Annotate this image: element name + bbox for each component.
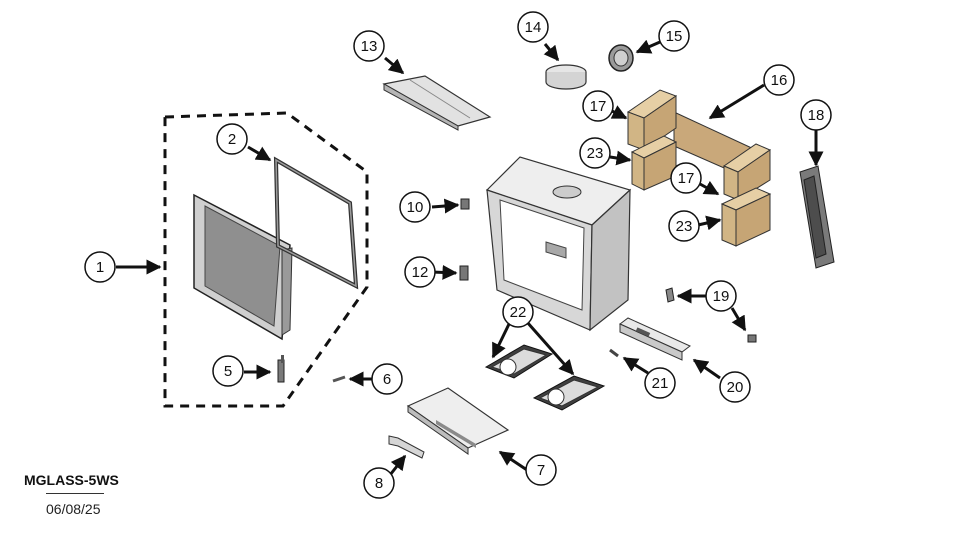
air-slider	[619, 317, 691, 361]
ash-pan-tool	[388, 435, 425, 459]
callout-13: 13	[353, 30, 385, 62]
grate-right	[532, 375, 606, 411]
callout-18: 18	[800, 99, 832, 131]
spinner-clip	[665, 287, 757, 343]
brick-side-upper-left	[626, 89, 678, 151]
baffle-plate	[382, 75, 492, 131]
flue-cap	[608, 44, 634, 72]
callout-number: 19	[713, 288, 730, 305]
callout-number: 13	[361, 38, 378, 55]
callout-20: 20	[719, 371, 751, 403]
callout-8: 8	[363, 467, 395, 499]
brick-side-upper-right	[722, 143, 772, 201]
callout-number: 17	[590, 98, 607, 115]
model-code: MGLASS-5WS	[24, 472, 119, 488]
callout-number: 10	[407, 199, 424, 216]
callout-number: 15	[666, 28, 683, 45]
callout-number: 18	[808, 107, 825, 124]
callout-15: 15	[658, 20, 690, 52]
hinge-bracket-bottom	[459, 265, 469, 281]
callout-number: 23	[676, 218, 693, 235]
callout-number: 21	[652, 375, 669, 392]
callout-16: 16	[763, 64, 795, 96]
revision-date: 06/08/25	[46, 501, 101, 517]
callout-number: 7	[537, 462, 545, 479]
callout-number: 12	[412, 264, 429, 281]
grate-left	[484, 344, 554, 379]
callout-number: 23	[587, 145, 604, 162]
callout-12: 12	[404, 256, 436, 288]
callout-5: 5	[212, 355, 244, 387]
callout-17: 17	[582, 90, 614, 122]
callout-number: 14	[525, 19, 542, 36]
door-glass-panel	[193, 193, 293, 341]
callout-number: 20	[727, 379, 744, 396]
model-code-underline	[46, 493, 104, 494]
callout-14: 14	[517, 11, 549, 43]
brick-side-lower-right	[720, 187, 772, 247]
callout-number: 17	[678, 170, 695, 187]
callout-17: 17	[670, 162, 702, 194]
callout-23: 23	[668, 210, 700, 242]
callout-number: 16	[771, 72, 788, 89]
callout-number: 1	[96, 259, 104, 276]
flue-collar	[545, 64, 587, 90]
callout-19: 19	[705, 280, 737, 312]
stove-body	[485, 156, 632, 332]
callout-1: 1	[84, 251, 116, 283]
brick-side-lower-left	[630, 135, 678, 191]
door-latch	[277, 355, 285, 383]
leader-arrows	[116, 39, 824, 476]
hinge-bracket-top	[460, 198, 470, 210]
callout-number: 2	[228, 131, 236, 148]
callout-23: 23	[579, 137, 611, 169]
door-seal	[273, 156, 359, 290]
callout-number: 22	[510, 304, 527, 321]
callout-21: 21	[644, 367, 676, 399]
callout-number: 6	[383, 371, 391, 388]
callout-6: 6	[371, 363, 403, 395]
callout-22: 22	[502, 296, 534, 328]
door-assembly-boundary	[163, 111, 369, 408]
ash-pan	[406, 387, 510, 455]
callout-number: 8	[375, 475, 383, 492]
small-screw	[332, 375, 346, 383]
callout-7: 7	[525, 454, 557, 486]
callout-number: 5	[224, 363, 232, 380]
side-panel	[799, 165, 835, 269]
air-rod	[609, 348, 619, 358]
callout-10: 10	[399, 191, 431, 223]
callout-2: 2	[216, 123, 248, 155]
